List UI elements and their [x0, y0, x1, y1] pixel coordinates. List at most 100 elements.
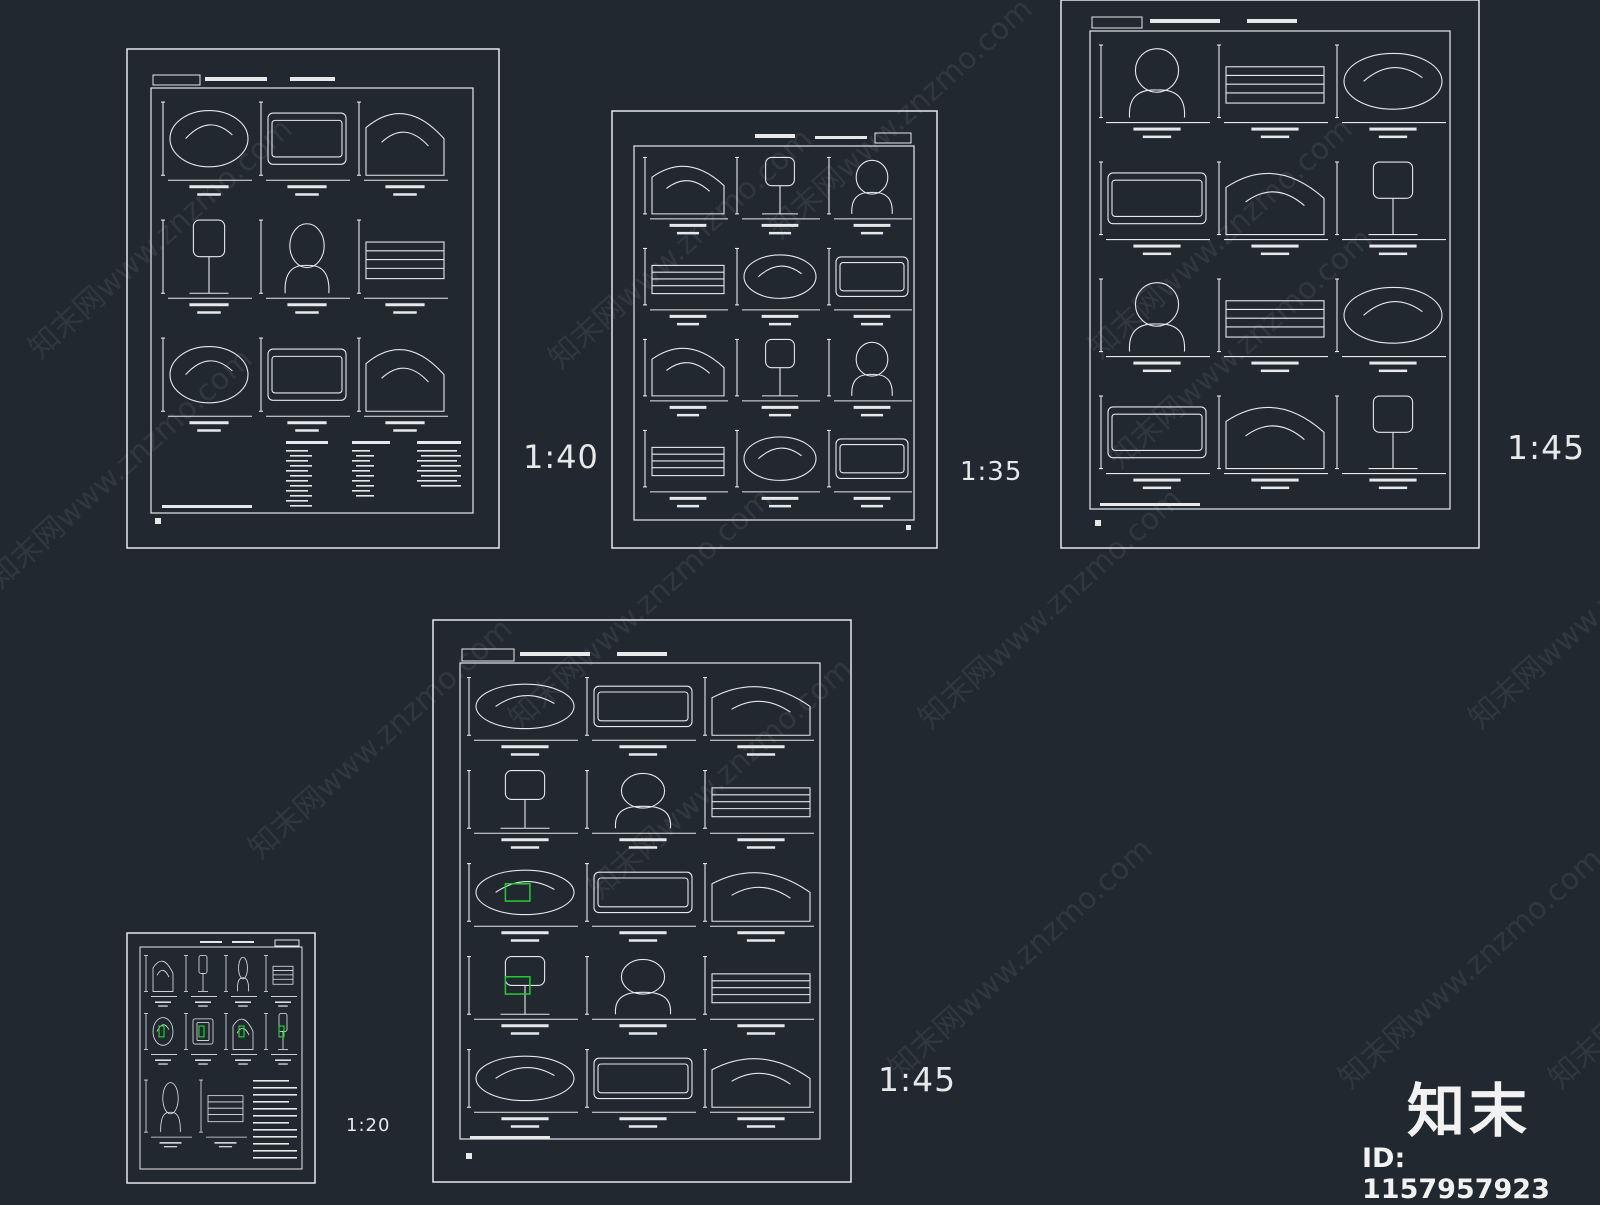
- note-line: [421, 455, 461, 457]
- fixture-drawing: [161, 101, 252, 196]
- sheet-inner-frame: [633, 145, 915, 521]
- note-line: [352, 490, 370, 492]
- fixture-drawing: [585, 770, 696, 849]
- sheet-outer-frame: [1060, 0, 1480, 549]
- drawing-sheet-1: [126, 48, 500, 549]
- fixture-drawing: [1335, 395, 1446, 490]
- sheet-inner-frame: [150, 87, 474, 514]
- fixture-drawing: [1217, 278, 1328, 373]
- sheet-outer-frame: [432, 619, 852, 1183]
- sheet-outer-frame: [126, 932, 316, 1184]
- note-line: [253, 1136, 297, 1138]
- drawing-sheet-3: [1060, 0, 1480, 549]
- note-line: [286, 470, 308, 472]
- sheet-corner-mark: [906, 525, 911, 530]
- drawing-sheet-2: [611, 110, 938, 549]
- note-line: [286, 460, 308, 462]
- sheet-footer-bar: [1100, 503, 1200, 506]
- note-line: [290, 495, 312, 497]
- sheet-corner-mark: [1095, 520, 1101, 526]
- fixture-drawing: [467, 863, 578, 942]
- note-line: [286, 490, 308, 492]
- note-line: [290, 465, 312, 467]
- scale-label-sheet-2: 1:35: [960, 457, 1023, 487]
- fixture-drawing: [144, 1079, 192, 1148]
- fixture-drawing: [144, 1013, 177, 1065]
- watermark-tiled-text: 知末网www.znzmo.com: [762, 0, 1039, 246]
- fixture-drawing: [264, 955, 297, 1007]
- sheet-footer-bar: [162, 505, 252, 508]
- fixture-drawing: [643, 429, 728, 508]
- sheet-header-bars: [461, 648, 667, 662]
- fixture-drawing: [224, 1013, 257, 1065]
- fixture-drawing: [264, 1013, 297, 1065]
- fixture-drawing: [735, 338, 820, 417]
- sheet-outer-frame: [611, 110, 938, 549]
- note-line: [352, 460, 370, 462]
- watermark-tiled-text: 知末网www.znzmo.com: [912, 481, 1189, 736]
- fixture-drawing: [357, 101, 448, 196]
- note-line: [356, 455, 374, 457]
- fixture-drawing: [703, 863, 814, 942]
- fixture-drawing: [1335, 278, 1446, 373]
- fixture-drawing: [585, 677, 696, 756]
- fixture-drawing: [735, 156, 820, 235]
- note-line: [253, 1087, 297, 1089]
- fixture-drawing: [1099, 278, 1210, 373]
- fixture-drawing: [1217, 395, 1328, 490]
- fixture-drawing: [827, 429, 912, 508]
- sheet-header-bars: [152, 74, 335, 86]
- watermark-logo: 知末: [1407, 1077, 1532, 1145]
- fixture-drawing: [827, 338, 912, 417]
- drawing-sheet-4: [432, 619, 852, 1183]
- sheet-1-notes-block: [286, 441, 461, 507]
- watermark-tiled-text: 知末网www.znzmo.com: [1082, 111, 1359, 366]
- note-line: [352, 450, 370, 452]
- fixture-drawing: [1099, 44, 1210, 139]
- sheet-header-bars: [755, 132, 912, 144]
- fixture-drawing: [735, 429, 820, 508]
- fixture-drawing: [643, 247, 728, 326]
- fixture-drawing: [1335, 44, 1446, 139]
- note-line: [421, 465, 461, 467]
- note-line: [421, 485, 461, 487]
- scale-label-sheet-1: 1:40: [523, 438, 599, 476]
- fixture-drawing: [585, 863, 696, 942]
- fixture-drawing: [1335, 161, 1446, 256]
- note-line: [253, 1129, 297, 1131]
- watermark-tiled-text: 知末网www.znzmo.com: [0, 341, 259, 596]
- note-line: [356, 475, 374, 477]
- fixture-drawing: [585, 956, 696, 1035]
- fixture-drawing: [703, 1049, 814, 1128]
- fixture-drawing: [184, 955, 217, 1007]
- sheet-header-bars: [200, 939, 300, 947]
- watermark-tiled-text: 知末网www.znzmo.com: [1462, 481, 1600, 736]
- fixture-drawing: [259, 219, 350, 314]
- fixture-drawing: [184, 1013, 217, 1065]
- fixture-drawing: [827, 156, 912, 235]
- note-line: [253, 1108, 297, 1110]
- note-line: [356, 465, 374, 467]
- fixture-drawing: [827, 247, 912, 326]
- note-line: [286, 450, 308, 452]
- fixture-drawing: [224, 955, 257, 1007]
- sheet-footer-bar: [470, 1136, 550, 1139]
- watermark-tiled-text: 知末网www.znzmo.com: [22, 111, 299, 366]
- note-line: [352, 470, 370, 472]
- scale-label-sheet-3: 1:45: [1507, 428, 1586, 467]
- fixture-drawing: [703, 956, 814, 1035]
- fixture-drawing: [703, 770, 814, 849]
- fixture-drawing: [467, 770, 578, 849]
- note-line: [253, 1115, 297, 1117]
- fixture-drawing: [144, 955, 177, 1007]
- watermark-id: ID: 1157957923: [1362, 1143, 1550, 1205]
- note-line: [417, 480, 457, 482]
- fixture-drawing: [199, 1079, 247, 1148]
- fixture-drawing: [161, 337, 252, 432]
- fixture-drawing: [1099, 395, 1210, 490]
- note-line: [253, 1150, 297, 1152]
- note-line: [286, 500, 308, 502]
- fixture-drawing: [703, 677, 814, 756]
- sheet-corner-mark: [466, 1153, 472, 1159]
